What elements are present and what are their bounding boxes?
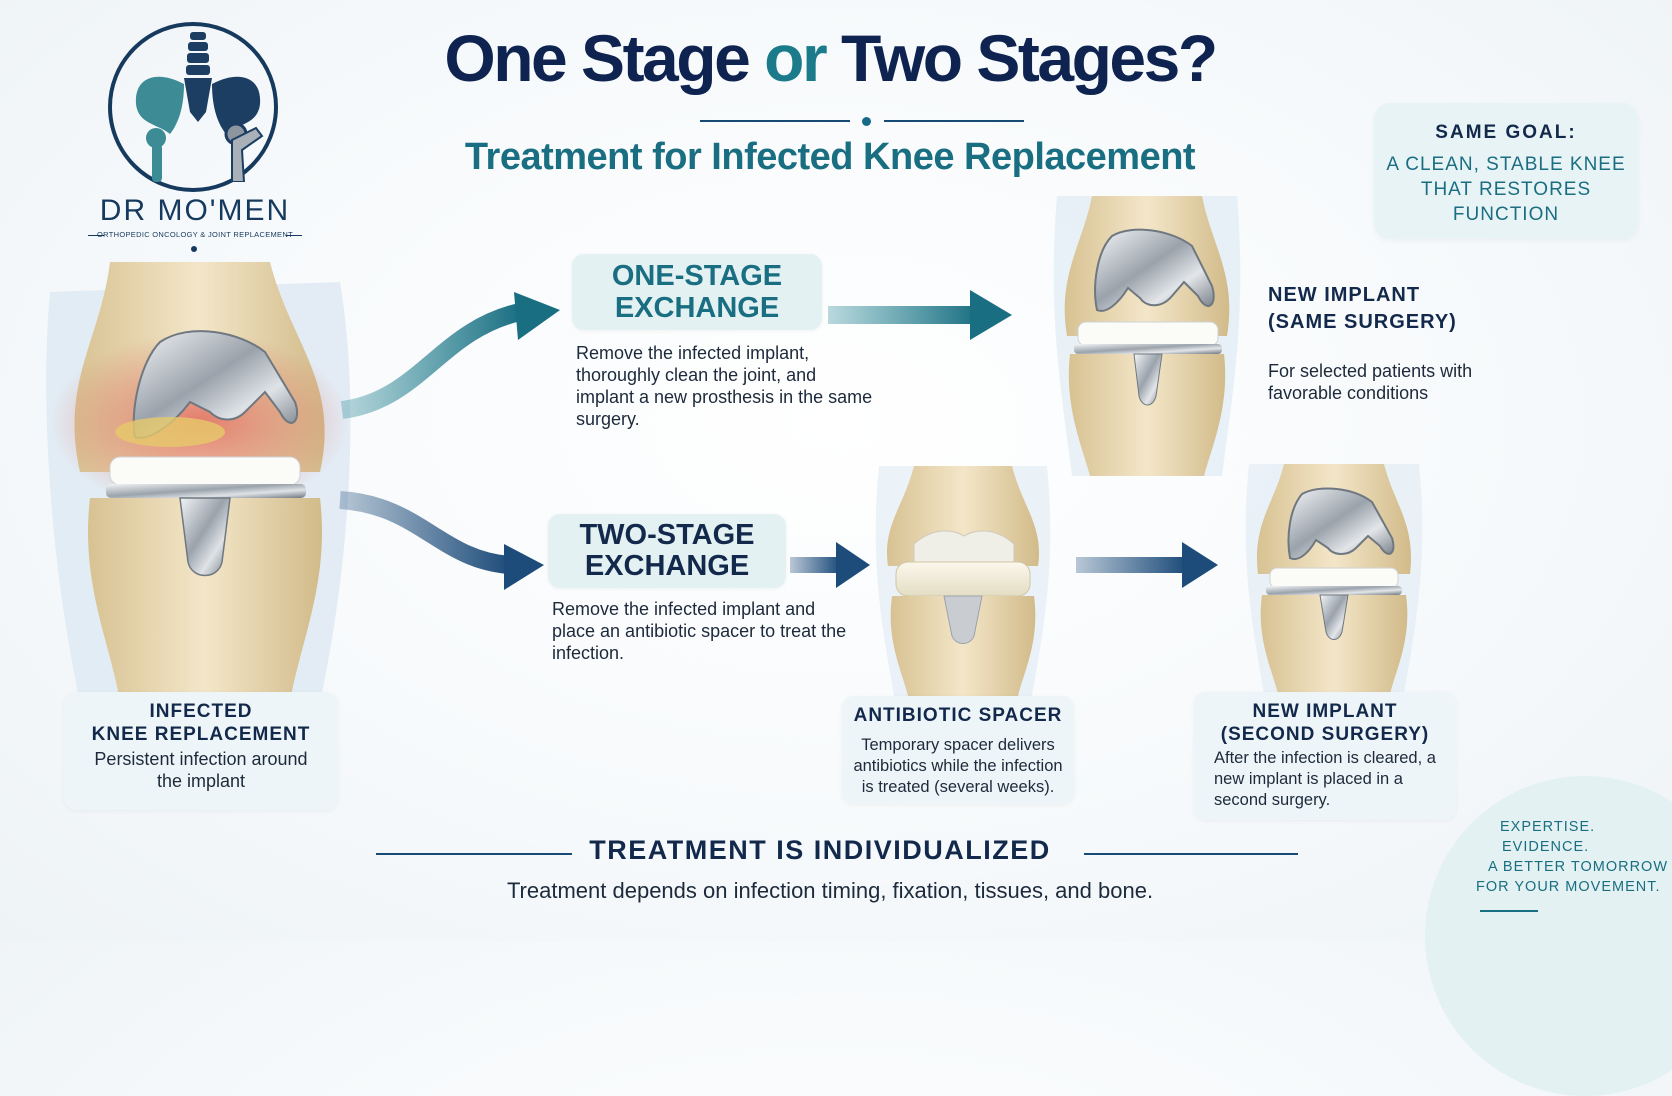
title-part1: One Stage [444,21,750,95]
goal-body: A CLEAN, STABLE KNEE THAT RESTORES FUNCT… [1386,154,1626,225]
new-implant-second-surgery-illustration [1244,464,1424,694]
second-surgery-heading-line2: (SECOND SURGERY) [1220,724,1430,745]
spacer-heading: ANTIBIOTIC SPACER [853,705,1063,726]
logo-name: DR MO'MEN [99,194,291,227]
second-surgery-heading-line1: NEW IMPLANT [1252,701,1398,722]
tagline-rule [1480,910,1538,912]
one-stage-label-line1: ONE-STAGE [611,260,783,292]
infected-heading-line2: KNEE REPLACEMENT [91,724,311,745]
flow-arrows [339,290,1218,590]
logo-dot [191,246,197,252]
one-stage-result-description: For selected patients with favorable con… [1268,361,1473,403]
title-part2: Two Stages? [840,21,1218,95]
infected-knee-illustration [40,262,360,702]
one-stage-label-line2: EXCHANGE [614,292,780,324]
two-stage-label-line1: TWO-STAGE [579,519,755,551]
spacer-card: ANTIBIOTIC SPACER Temporary spacer deliv… [842,696,1074,804]
spine-pelvis-logo-icon [135,32,264,182]
infected-card: INFECTED KNEE REPLACEMENT Persistent inf… [64,692,338,810]
footer-heading: TREATMENT IS INDIVIDUALIZED [589,835,1051,865]
two-stage-label: TWO-STAGE EXCHANGE [548,514,786,588]
one-stage-result-heading: NEW IMPLANT (SAME SURGERY) [1268,282,1457,336]
two-stage-label-line2: EXCHANGE [584,550,750,582]
two-stage-description: Remove the infected implant and place an… [552,599,847,663]
spacer-description: Temporary spacer delivers antibiotics wh… [853,736,1063,796]
logo-subtitle: ORTHOPEDIC ONCOLOGY & JOINT REPLACEMENT [97,230,293,239]
new-implant-same-surgery-illustration [1052,196,1242,476]
bottom-rule-right [1084,853,1298,855]
goal-heading: SAME GOAL: [1435,122,1577,143]
arrow-icon [340,292,560,419]
title-or: or [764,21,828,95]
bottom-rule-left [376,853,572,855]
second-surgery-description: After the infection is cleared, a new im… [1214,749,1436,809]
tagline-line2: EVIDENCE. [1502,839,1590,855]
logo-sub-rule-left [88,235,104,236]
page-title: One Stage or Two Stages? [330,20,1330,96]
tagline-line3: A BETTER TOMORROW [1488,859,1669,875]
one-stage-label: ONE-STAGE EXCHANGE [572,254,822,330]
one-stage-description: Remove the infected implant, thoroughly … [576,343,873,429]
arrow-icon [828,290,1012,340]
logo-sub-rule-right [286,235,302,236]
one-stage-result-heading-line2: (SAME SURGERY) [1268,311,1457,333]
arrow-icon [1076,542,1218,588]
infected-heading-line1: INFECTED [149,701,253,722]
second-surgery-card: NEW IMPLANT (SECOND SURGERY) After the i… [1194,692,1456,820]
infected-description: Persistent infection around the implant [94,749,308,791]
antibiotic-spacer-illustration [874,466,1052,696]
page-subtitle: Treatment for Infected Knee Replacement [464,136,1196,178]
title-dot [862,117,871,126]
title-rule-left [700,120,850,122]
tagline: EXPERTISE. EVIDENCE. A BETTER TOMORROW F… [1476,817,1668,897]
arrow-icon [339,491,544,590]
logo-ring [108,22,278,192]
goal-box: SAME GOAL: A CLEAN, STABLE KNEE THAT RES… [1374,103,1638,239]
title-rule-right [884,120,1024,122]
arrow-icon [790,542,870,588]
brand-logo: DR MO'MEN ORTHOPEDIC ONCOLOGY & JOINT RE… [70,18,320,258]
tagline-line1: EXPERTISE. [1500,819,1596,835]
tagline-line4: FOR YOUR MOVEMENT. [1476,879,1661,895]
one-stage-result-heading-line1: NEW IMPLANT [1268,284,1421,306]
footer-description: Treatment depends on infection timing, f… [506,878,1154,903]
